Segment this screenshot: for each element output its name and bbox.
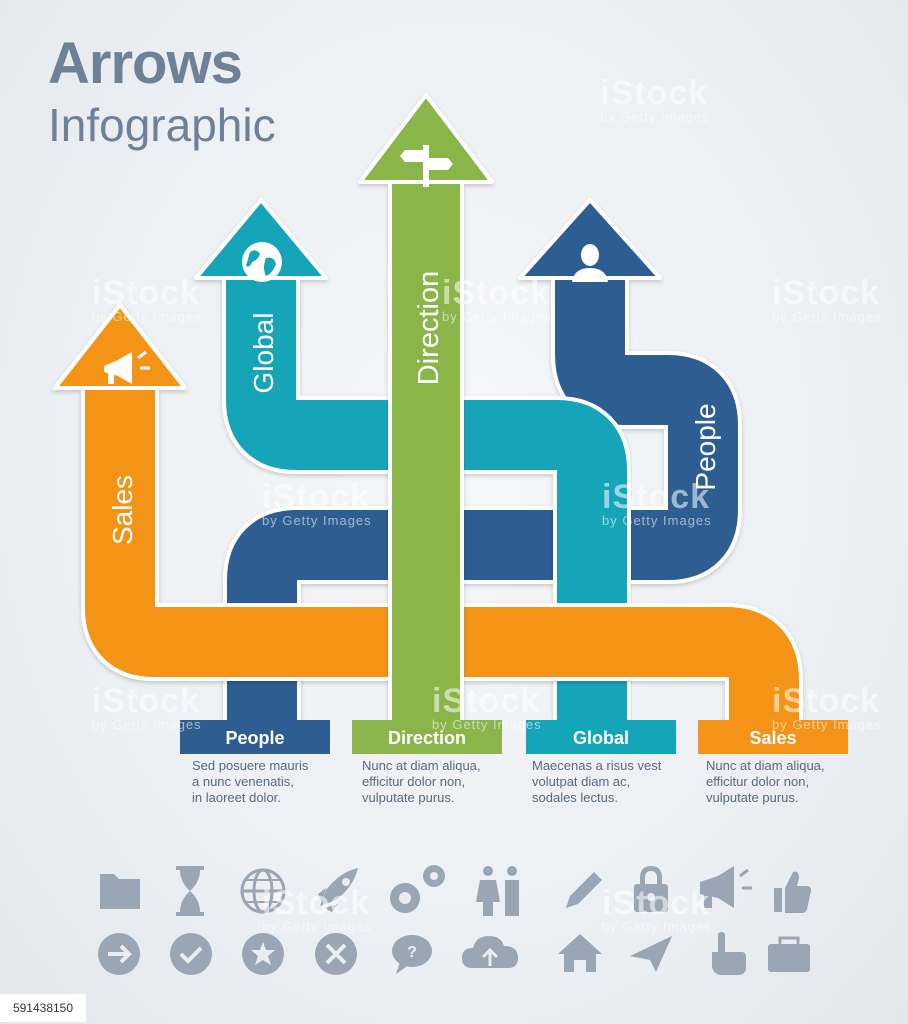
arrow-label-people: People	[690, 403, 721, 490]
arrow-label-global: Global	[248, 313, 279, 394]
svg-text:?: ?	[407, 944, 417, 961]
svg-text:Sales: Sales	[749, 728, 796, 748]
title-infographic: Infographic	[48, 99, 276, 151]
checkmark-circle-icon	[170, 933, 212, 975]
folder-icon	[100, 874, 140, 909]
hourglass-icon	[176, 866, 204, 916]
thumbs-up-icon	[774, 871, 811, 913]
signpost-icon	[400, 145, 453, 187]
svg-text:Direction: Direction	[388, 728, 466, 748]
house-icon	[558, 934, 602, 972]
label-box-global: Global	[526, 720, 676, 754]
person-icon	[572, 244, 608, 282]
description-direction: Nunc at diam aliqua, efficitur dolor non…	[362, 758, 481, 805]
label-box-direction: Direction	[352, 720, 502, 754]
star-circle-icon	[242, 933, 284, 975]
cloud-upload-icon	[462, 936, 518, 968]
globe-icon	[242, 242, 282, 282]
sales-arrow	[53, 303, 803, 720]
paper-plane-icon	[630, 936, 672, 972]
title-arrows: Arrows	[48, 31, 243, 96]
label-box-sales: Sales	[698, 720, 848, 754]
rocket-icon	[318, 868, 358, 912]
x-circle-icon	[315, 933, 357, 975]
description-sales: Nunc at diam aliqua, efficitur dolor non…	[706, 758, 825, 805]
briefcase-icon	[768, 936, 810, 972]
people-arrow	[223, 198, 742, 720]
pencil-icon	[566, 872, 602, 908]
svg-text:Global: Global	[573, 728, 629, 748]
pointing-hand-icon	[712, 932, 746, 975]
arrow-right-circle-icon	[98, 933, 140, 975]
stock-id: 591438150	[0, 994, 86, 1022]
padlock-icon	[634, 866, 668, 912]
arrow-label-direction: Direction	[413, 271, 445, 385]
arrow-label-sales: Sales	[107, 475, 138, 545]
globe-icon	[240, 868, 286, 914]
description-global: Maecenas a risus vest volutpat diam ac, …	[532, 758, 662, 805]
gears-icon	[390, 865, 445, 913]
couple-icon	[476, 866, 519, 916]
svg-text:People: People	[225, 728, 284, 748]
megaphone-icon	[104, 350, 150, 384]
label-box-people: People	[180, 720, 330, 754]
description-people: Sed posuere mauris a nunc venenatis, in …	[192, 758, 309, 805]
megaphone-icon	[700, 866, 752, 908]
question-bubble-icon: ?	[392, 935, 432, 974]
direction-arrow	[358, 93, 494, 722]
